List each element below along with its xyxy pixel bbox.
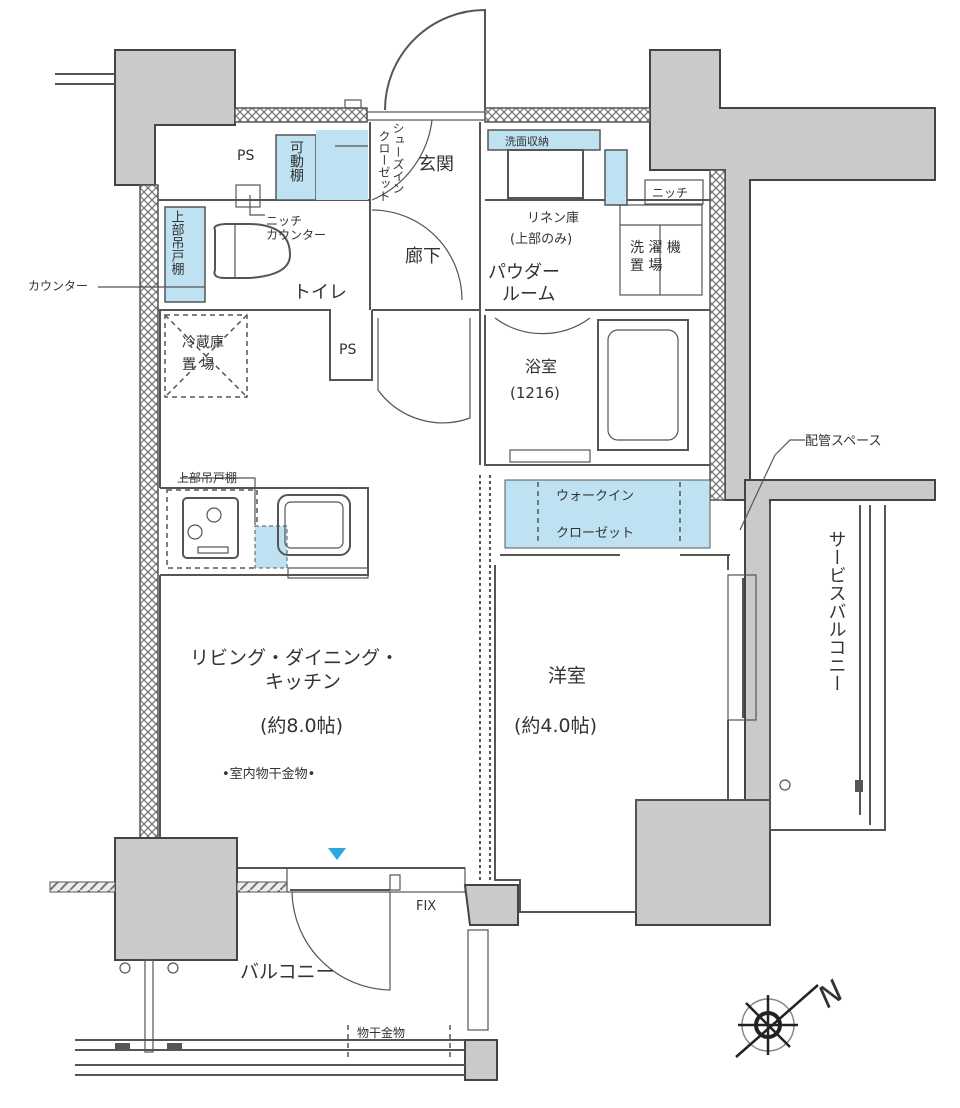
ldk-label-1: リビング・ダイニング・: [190, 647, 399, 669]
wall-top-2: [484, 107, 651, 123]
ps-top-label: PS: [237, 148, 254, 164]
western-room-size-label: (約4.0帖): [514, 715, 597, 737]
niche-counter-label-1: ニッチ: [266, 214, 302, 228]
upper-cabinet-toilet-label: 上部吊戸棚: [169, 210, 185, 275]
powder-room-label-2: ルーム: [502, 284, 555, 305]
fridge-space-label-2: 置 場: [182, 357, 214, 373]
piping-space-label: 配管スペース: [805, 434, 881, 449]
wall-left: [139, 184, 159, 841]
powder-room-label-1: パウダー: [488, 262, 560, 283]
bathroom-size-label: (1216): [510, 384, 560, 402]
balcony-label: バルコニー: [240, 961, 335, 983]
toilet-label: トイレ: [293, 282, 347, 303]
indoor-drying-label: •室内物干金物•: [222, 766, 315, 782]
walk-in-closet: [504, 479, 711, 549]
fix-label: FIX: [416, 899, 436, 914]
entrance-label: 玄関: [418, 154, 454, 175]
balcony-window[interactable]: [286, 867, 466, 893]
drying-hardware-label: 物干金物: [357, 1025, 405, 1040]
shoes-in-closet-label-1: シューズイン: [391, 122, 405, 194]
ps-middle-label: PS: [339, 342, 356, 358]
niche-counter-label-2: カウンター: [266, 228, 326, 242]
washer-space-label-2: 置 場: [630, 258, 662, 274]
niche-label: ニッチ: [652, 186, 688, 200]
fridge-space-label-1: 冷蔵庫: [182, 334, 224, 351]
wall-right: [709, 169, 726, 501]
entrance-marker-icon: [328, 848, 346, 860]
hallway-label: 廊下: [405, 246, 441, 267]
service-balcony-label: サービスバルコニー: [826, 530, 847, 692]
fridge-space: [164, 314, 248, 398]
shoes-in-closet-label-2: クローゼット: [377, 130, 391, 202]
pillar-bottom-left: [114, 837, 238, 961]
entrance-door[interactable]: [384, 8, 486, 111]
counter-label: カウンター: [28, 279, 88, 293]
north-label: N: [812, 974, 850, 1016]
wall-top-1: [234, 107, 368, 123]
washer-space-label-1: 洗 濯 機: [630, 240, 681, 256]
bathroom-label: 浴室: [525, 357, 557, 376]
ldk-label-2: キッチン: [265, 671, 341, 693]
linen-storage-note: (上部のみ): [510, 232, 572, 247]
compass-icon: [735, 984, 819, 1058]
washroom-storage-label: 洗面収納: [505, 135, 549, 148]
walk-in-closet-label-1: ウォークイン: [556, 489, 634, 504]
outer-corridor-wall: [649, 49, 936, 501]
upper-cabinet-kitchen-label: 上部吊戸棚: [177, 470, 237, 485]
movable-shelf-label: 可動棚: [288, 140, 304, 182]
ldk-size-label: (約8.0帖): [260, 715, 343, 737]
walk-in-closet-label-2: クローゼット: [556, 526, 634, 541]
western-room-label: 洋室: [548, 665, 586, 687]
toilet-upper-cabinet: [164, 206, 206, 303]
movable-shelf: [275, 134, 317, 201]
pillar-top-left: [114, 49, 236, 186]
linen-storage-label: リネン庫: [527, 211, 579, 226]
